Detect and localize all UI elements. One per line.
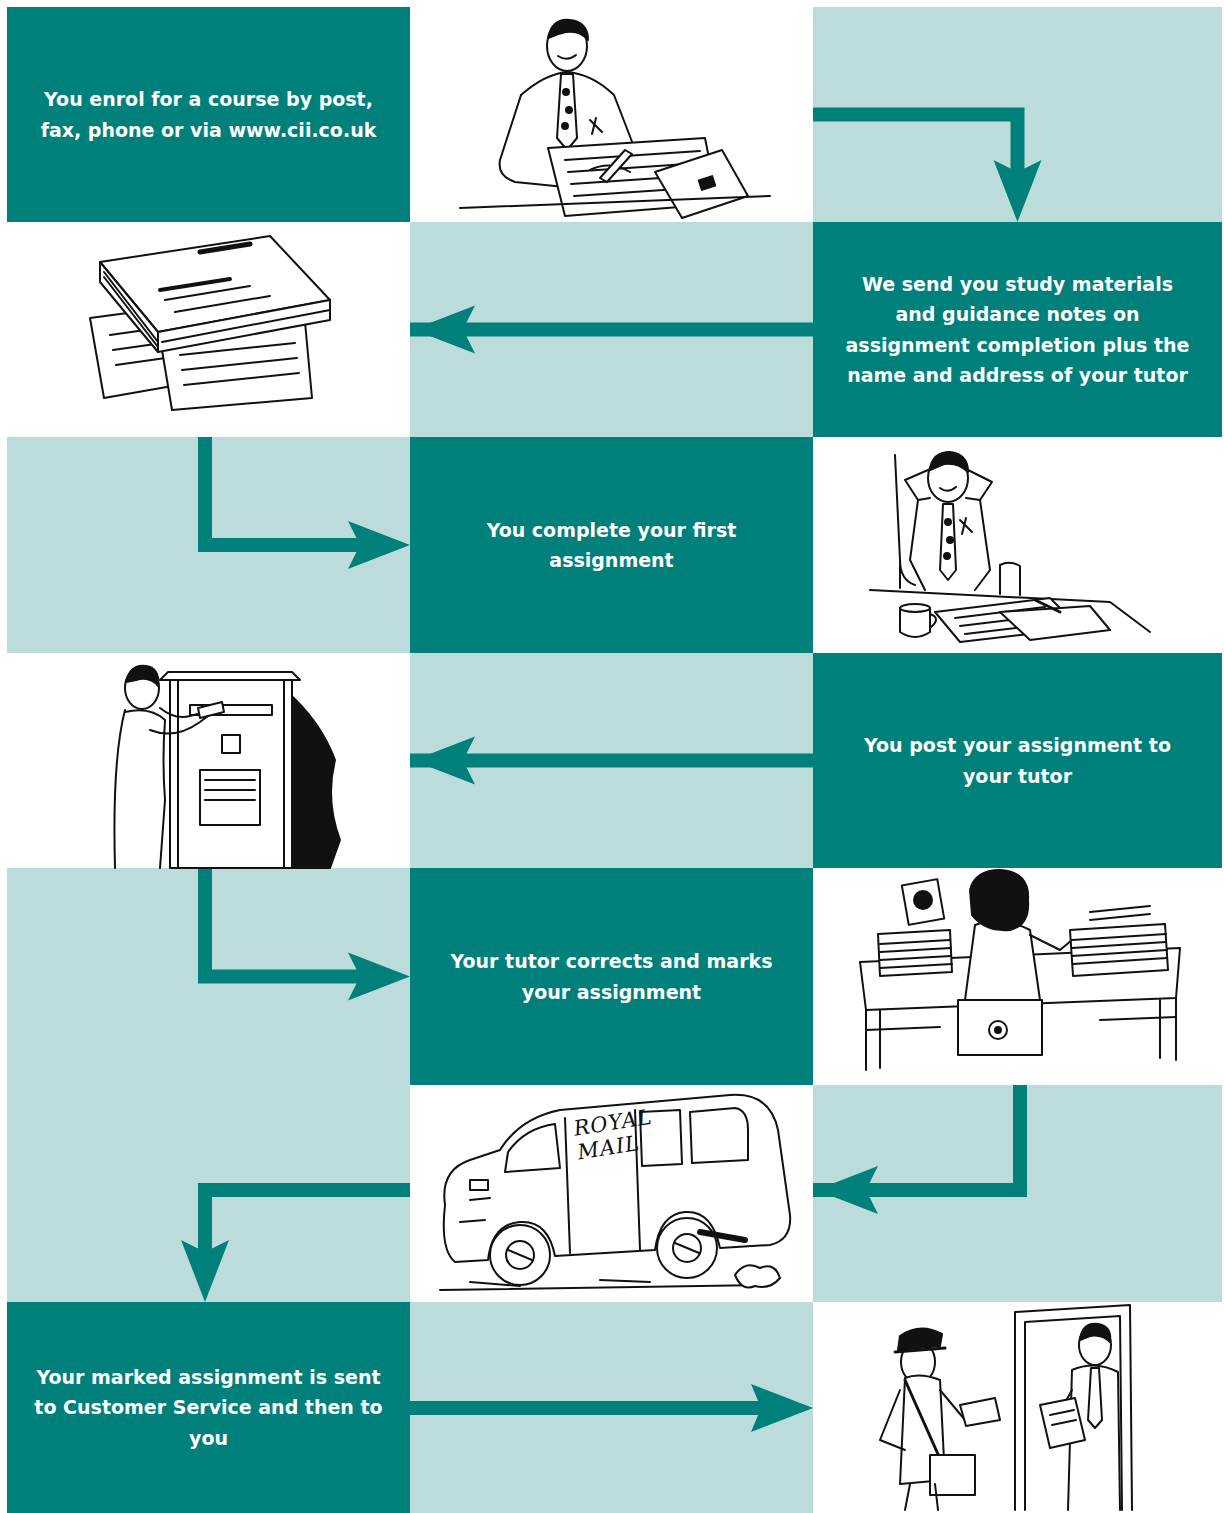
- delivery-arrow: [410, 1384, 813, 1432]
- arrow-head: [181, 1240, 229, 1302]
- process-box: You enrol for a course by post, fax, pho…: [7, 7, 410, 222]
- process-box: You post your assignment to your tutor: [813, 653, 1222, 868]
- step-text: You complete your first assignment: [436, 515, 787, 576]
- arrow-head: [413, 306, 475, 354]
- step-text: You post your assignment to your tutor: [839, 730, 1196, 791]
- tutor-marking-illustration: [860, 870, 1180, 1070]
- process-box: Your tutor corrects and marks your assig…: [410, 868, 813, 1085]
- process-box: We send you study materials and guidance…: [813, 222, 1222, 437]
- step-text: We send you study materials and guidance…: [839, 269, 1196, 391]
- mail-van-illustration: [440, 1095, 790, 1290]
- arrow-head: [348, 521, 410, 569]
- delivery-illustration: [880, 1305, 1132, 1510]
- study-materials-illustration: [90, 236, 330, 410]
- process-box: You complete your first assignment: [410, 437, 813, 653]
- completing-assignment-illustration: [870, 452, 1150, 642]
- arrow-head: [994, 160, 1042, 222]
- process-box: Your marked assignment is sent to Custom…: [7, 1302, 410, 1513]
- light-cells: [7, 7, 1222, 1513]
- enrolling-man-illustration: [460, 20, 770, 218]
- arrow-head: [348, 953, 410, 1001]
- step-text: Your marked assignment is sent to Custom…: [33, 1362, 384, 1453]
- posting-illustration: [114, 666, 340, 868]
- step-text: You enrol for a course by post, fax, pho…: [33, 84, 384, 145]
- illustration-cells: [7, 7, 1222, 1513]
- arrow-head: [413, 737, 475, 785]
- step-text: Your tutor corrects and marks your assig…: [436, 946, 787, 1007]
- arrow-head: [816, 1166, 878, 1214]
